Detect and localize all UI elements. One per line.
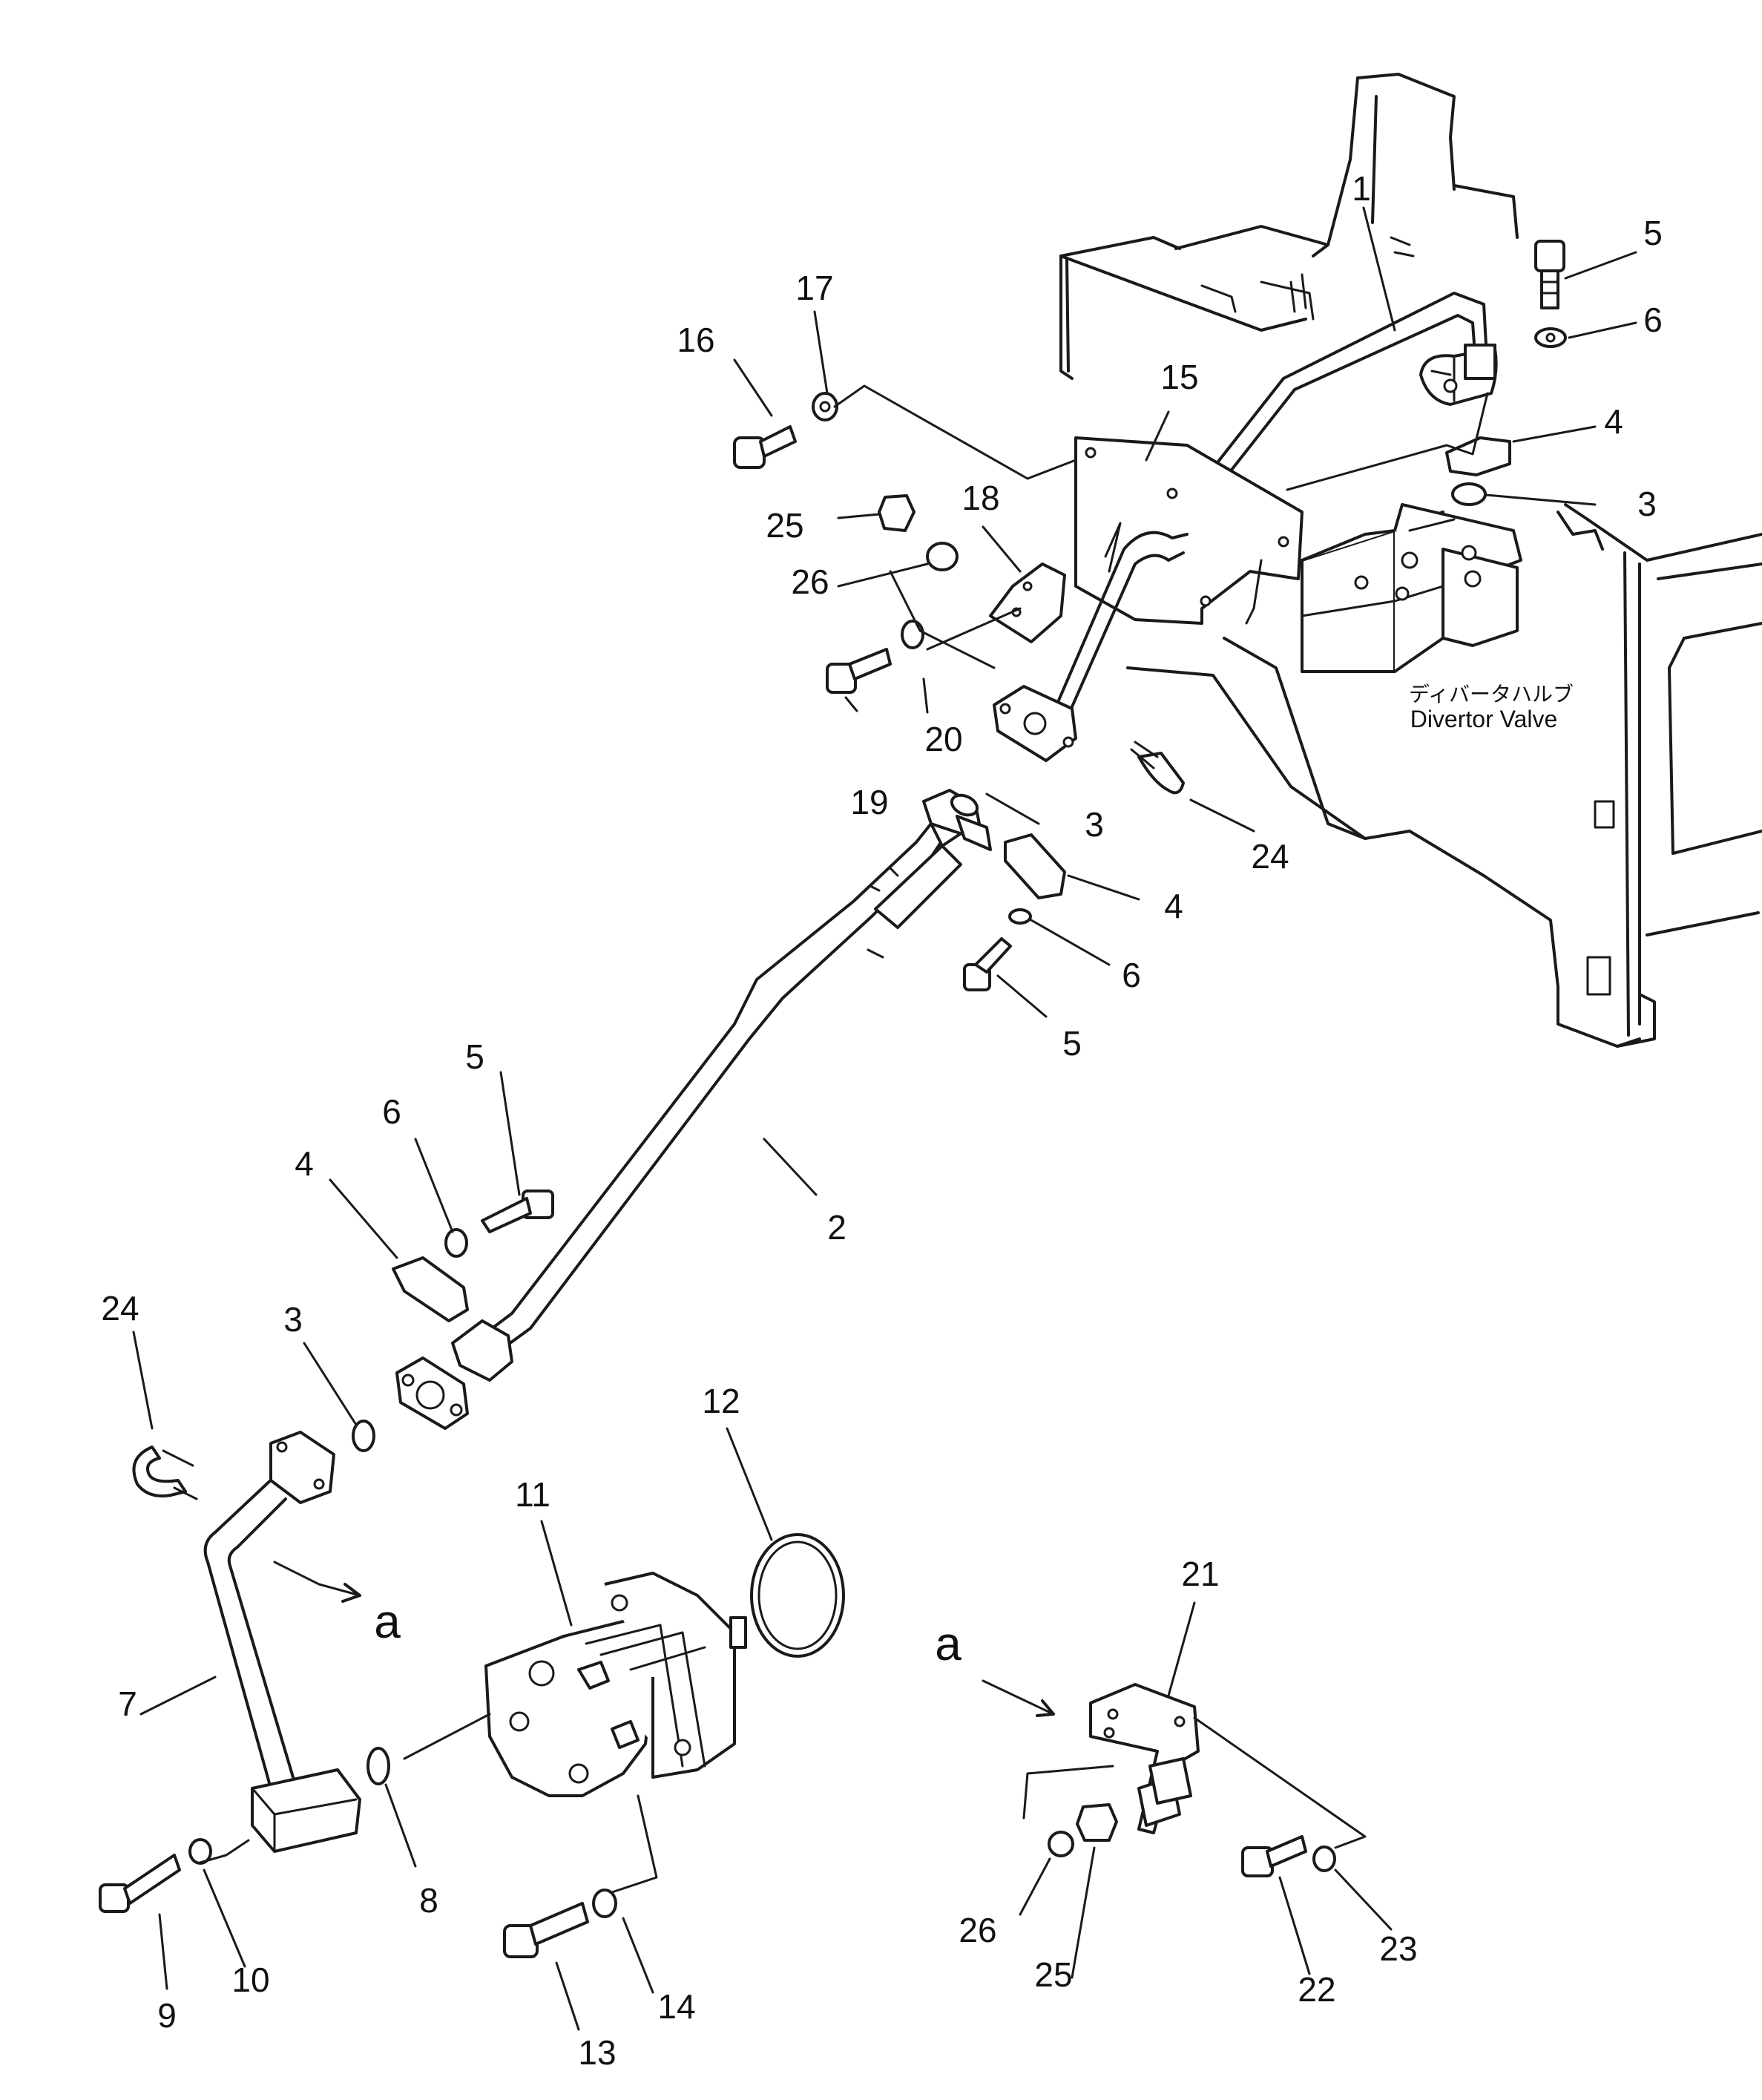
pump-11 bbox=[484, 1572, 747, 1797]
callout-22: 22 bbox=[1298, 1970, 1335, 2009]
callout-1: 1 bbox=[1352, 169, 1371, 208]
callout-9: 9 bbox=[157, 1996, 177, 2035]
bolt-19 bbox=[826, 648, 892, 694]
callout-8: 8 bbox=[419, 1881, 438, 1920]
callout-24: 24 bbox=[101, 1289, 139, 1328]
divertor-valve bbox=[1301, 503, 1522, 673]
callout-14: 14 bbox=[657, 1987, 695, 2026]
washers bbox=[188, 327, 1567, 1918]
callout-3: 3 bbox=[283, 1300, 303, 1339]
callout-18: 18 bbox=[961, 479, 999, 517]
callout-6: 6 bbox=[1122, 956, 1141, 994]
valve-label-jp: ディバータハルブ bbox=[1409, 683, 1574, 706]
tube-elbow bbox=[993, 531, 1189, 762]
callout-13: 13 bbox=[578, 2033, 616, 2072]
bracket-plate-15 bbox=[1074, 436, 1304, 625]
callouts: 1 5 6 4 3 17 16 15 18 25 26 20 19 3 24 4… bbox=[101, 169, 1662, 2072]
bolt-16 bbox=[733, 425, 797, 469]
callout-25: 25 bbox=[1034, 1955, 1072, 1994]
callout-21: 21 bbox=[1181, 1555, 1219, 1593]
callout-5: 5 bbox=[1062, 1024, 1082, 1063]
callout-12: 12 bbox=[702, 1382, 740, 1420]
tube-7 bbox=[203, 1431, 361, 1853]
callout-26: 26 bbox=[791, 562, 829, 601]
split-flange-4-lower bbox=[392, 1256, 469, 1322]
callout-5: 5 bbox=[465, 1037, 484, 1076]
bracket-21 bbox=[1089, 1683, 1200, 1834]
callout-24: 24 bbox=[1251, 837, 1289, 876]
callout-10: 10 bbox=[231, 1960, 269, 1999]
bolt-5-lower bbox=[481, 1190, 554, 1233]
bolt-13 bbox=[503, 1902, 589, 1958]
callout-3: 3 bbox=[1085, 805, 1104, 844]
callout-17: 17 bbox=[795, 269, 833, 307]
bolt-22 bbox=[1241, 1835, 1307, 1877]
callout-26: 26 bbox=[959, 1911, 996, 1949]
callout-7: 7 bbox=[118, 1684, 137, 1723]
view-marker-a: a bbox=[935, 1617, 961, 1670]
callout-5: 5 bbox=[1643, 214, 1663, 252]
hose-2 bbox=[451, 807, 966, 1382]
tube-assembly-1 bbox=[1200, 292, 1498, 495]
callout-4: 4 bbox=[295, 1144, 314, 1183]
callout-19: 19 bbox=[850, 783, 888, 821]
split-flange-4-top bbox=[1445, 436, 1511, 476]
callout-4: 4 bbox=[1164, 887, 1183, 925]
callout-6: 6 bbox=[1643, 301, 1663, 339]
valve-label-en: Divertor Valve bbox=[1410, 706, 1558, 732]
nuts bbox=[878, 494, 1118, 1842]
bolt-9 bbox=[99, 1854, 181, 1913]
callout-23: 23 bbox=[1379, 1929, 1417, 1968]
split-flange-4-mid bbox=[1004, 833, 1066, 899]
bolt-5-top bbox=[1534, 240, 1565, 309]
callout-11: 11 bbox=[515, 1475, 550, 1514]
callout-4: 4 bbox=[1604, 402, 1623, 441]
bolt-5-mid bbox=[963, 937, 1012, 991]
callout-16: 16 bbox=[677, 321, 714, 359]
o-rings bbox=[352, 482, 1487, 1785]
callout-25: 25 bbox=[766, 506, 803, 545]
callout-6: 6 bbox=[382, 1092, 401, 1131]
hose-2-lower-flange bbox=[395, 1356, 469, 1430]
u-clamp-24-upper bbox=[1130, 741, 1185, 795]
bracket-18 bbox=[989, 562, 1066, 643]
callout-20: 20 bbox=[924, 720, 962, 758]
callout-3: 3 bbox=[1637, 485, 1657, 523]
u-clamp-24-lower bbox=[132, 1446, 198, 1500]
callout-15: 15 bbox=[1160, 358, 1198, 396]
leader-lines bbox=[132, 206, 1637, 2031]
machine-frame bbox=[1059, 73, 1762, 1048]
view-marker-a: a bbox=[374, 1595, 401, 1648]
callout-2: 2 bbox=[827, 1208, 847, 1247]
